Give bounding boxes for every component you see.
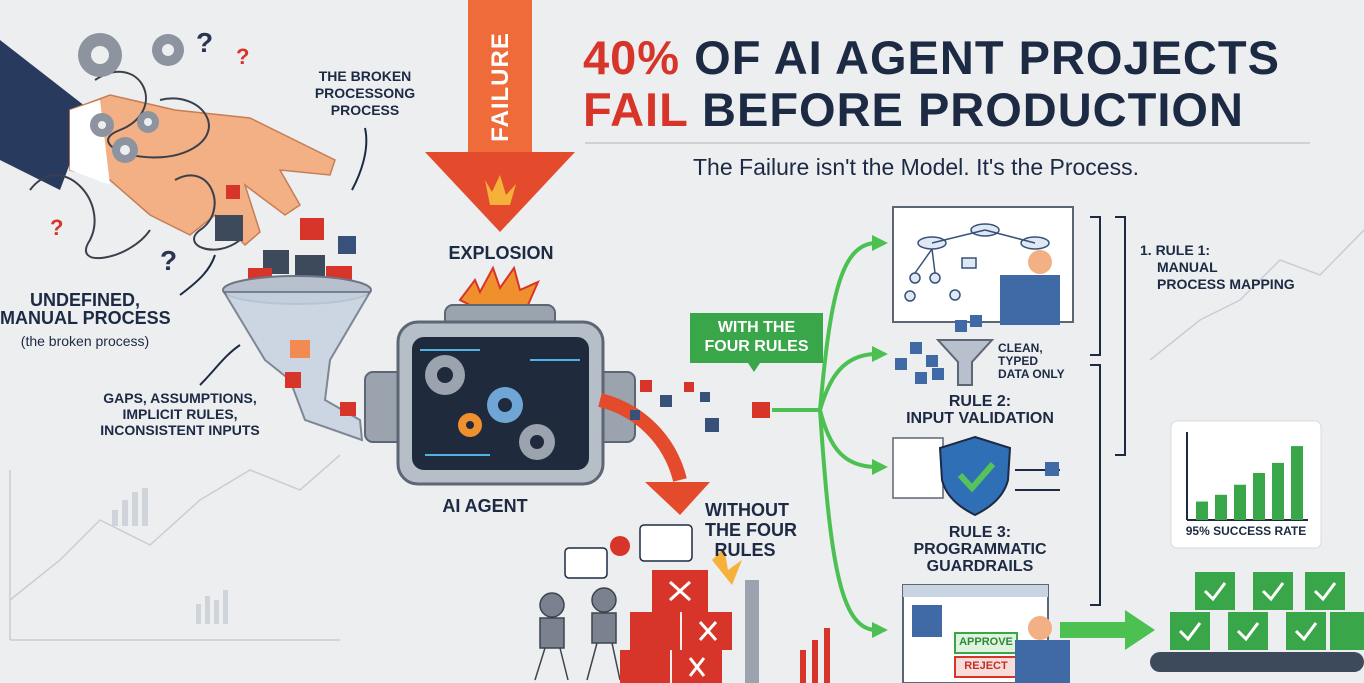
rule1-label-2: MANUAL [1157, 259, 1218, 275]
process-map-whiteboard [892, 206, 1074, 325]
with-rules-label-1: WITH THE [717, 319, 796, 336]
approve-button: APPROVE [959, 636, 1013, 648]
green-branch-arrows [772, 241, 876, 632]
question-marks: ???? [50, 27, 249, 276]
svg-text:?: ? [50, 215, 63, 240]
with-rules-badge [690, 313, 823, 363]
success-arrow [1060, 610, 1155, 650]
hand-illustration [0, 40, 336, 247]
page-title-line1: 40% OF AI AGENT PROJECTS [583, 30, 1280, 85]
title-line1-text: OF AI AGENT PROJECTS [680, 31, 1280, 84]
success-bars [1196, 446, 1303, 520]
clean-label-3: DATA ONLY [998, 367, 1065, 381]
gaps-label-2: IMPLICIT RULES, [122, 406, 238, 422]
svg-text:?: ? [160, 245, 177, 276]
success-bar-6 [1291, 446, 1303, 520]
success-bar-2 [1215, 494, 1227, 520]
undefined-label-1: UNDEFINED, [29, 290, 140, 310]
clean-label-2: TYPED [998, 354, 1039, 368]
rule1-label-3: PROCESS MAPPING [1157, 276, 1295, 292]
background-line-chart [9, 229, 1364, 641]
failing-robots [534, 524, 830, 683]
explosion-burst [458, 265, 540, 306]
background-bars [112, 488, 228, 624]
guardrail-shield [892, 435, 1060, 517]
success-rate-label: 95% SUCCESS RATE [1185, 524, 1307, 538]
rule3-label-2: PROGRAMMATIC [913, 541, 1047, 558]
broken-processing-label: THE BROKEN PROCESSONG PROCESS [314, 68, 416, 118]
success-bar-1 [1196, 501, 1208, 520]
funnel [222, 275, 372, 442]
ai-agent-label: AI AGENT [442, 496, 528, 516]
with-rules-label-2: FOUR RULES [704, 338, 809, 355]
rule3-label-3: GUARDRAILS [926, 558, 1034, 575]
svg-text:?: ? [196, 27, 213, 58]
success-bar-4 [1253, 472, 1265, 520]
title-fail: FAIL [583, 83, 688, 136]
rule1-label-1: 1. RULE 1: [1140, 242, 1211, 258]
gaps-label-1: GAPS, ASSUMPTIONS, [103, 390, 257, 406]
failure-arrow-label-wrap: FAILURE [484, 25, 518, 155]
scattered-data-cubes [630, 380, 770, 432]
rule-brackets [1090, 216, 1126, 606]
success-bar-5 [1272, 462, 1284, 520]
undefined-sublabel: (the broken process) [20, 333, 150, 349]
clean-label-1: CLEAN, [998, 341, 1043, 355]
without-label-2: THE FOUR [705, 520, 797, 540]
failure-arrow [425, 0, 575, 232]
rule2-label-2: INPUT VALIDATION [906, 410, 1054, 427]
conveyor-boxes [1150, 572, 1364, 672]
validation-funnel [895, 315, 995, 386]
title-percent: 40% [583, 31, 681, 84]
failure-path-arrow [598, 393, 710, 515]
page-subtitle: The Failure isn't the Model. It's the Pr… [693, 154, 1139, 180]
without-label-1: WITHOUT [705, 500, 789, 520]
svg-text:?: ? [236, 44, 249, 69]
approval-screen [902, 584, 1070, 683]
ai-agent-machine [364, 304, 636, 486]
title-line2-text: BEFORE PRODUCTION [687, 83, 1244, 136]
reject-button: REJECT [964, 660, 1008, 672]
explosion-label: EXPLOSION [448, 243, 554, 263]
green-arrowheads [872, 235, 888, 638]
rule2-label-1: RULE 2: [948, 393, 1012, 410]
page-title-line2: FAIL BEFORE PRODUCTION [583, 82, 1244, 137]
gaps-label-3: INCONSISTENT INPUTS [100, 422, 260, 438]
rule3-label-1: RULE 3: [948, 524, 1012, 541]
undefined-label-2: MANUAL PROCESS [0, 308, 171, 328]
failure-arrow-label: FAILURE [487, 32, 514, 142]
success-bar-3 [1234, 484, 1246, 520]
without-label-3: RULES [714, 540, 776, 560]
pointer-arrows [179, 127, 368, 386]
gear-icons [78, 33, 184, 163]
